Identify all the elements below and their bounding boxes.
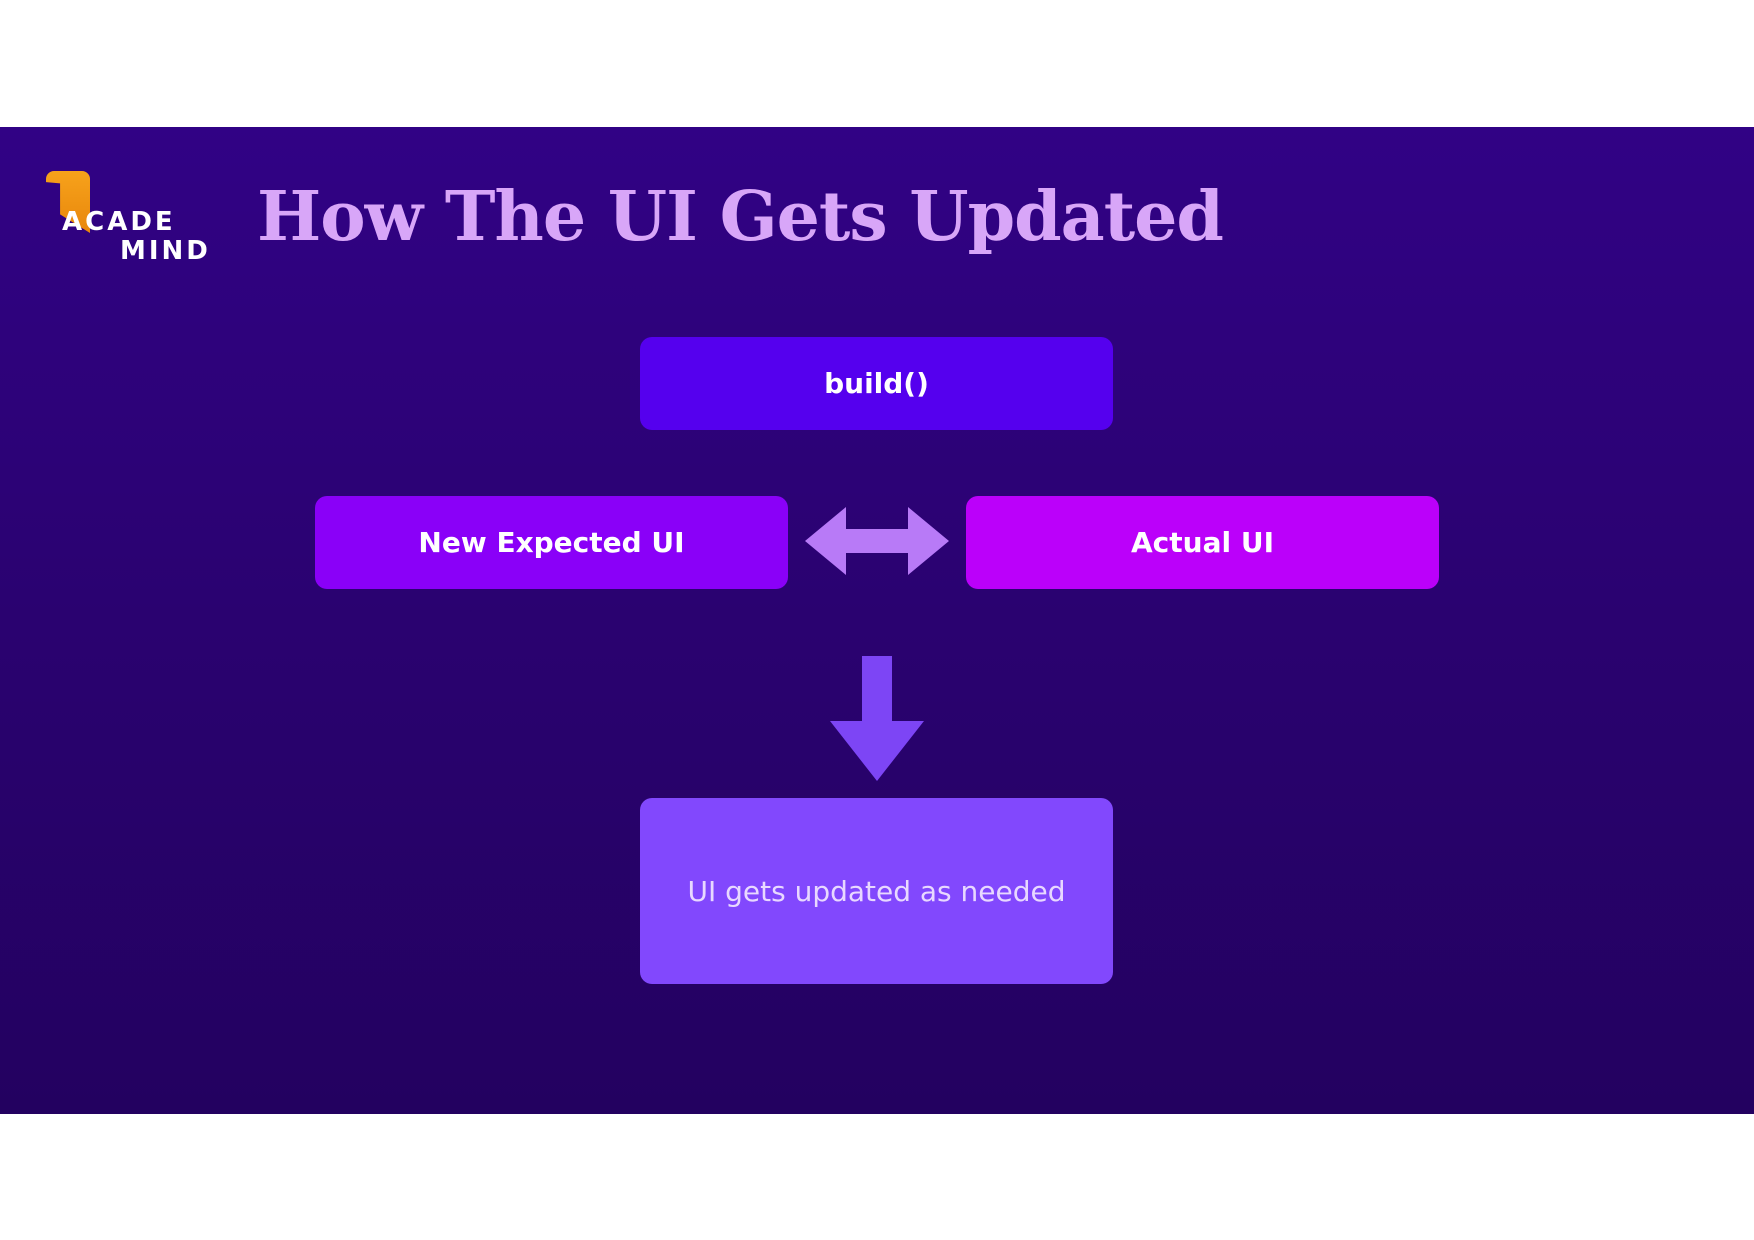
slide-title: How The UI Gets Updated <box>257 177 1224 257</box>
actual-label: Actual UI <box>1131 526 1274 559</box>
down-arrow-icon <box>830 656 924 781</box>
compare-double-arrow-icon <box>805 507 949 575</box>
result-label: UI gets updated as needed <box>687 874 1066 908</box>
build-label: build() <box>824 367 929 400</box>
ui-updated-box: UI gets updated as needed <box>640 798 1113 984</box>
slide: ACADE MIND How The UI Gets Updated build… <box>0 127 1754 1114</box>
new-expected-ui-box: New Expected UI <box>315 496 788 589</box>
build-box: build() <box>640 337 1113 430</box>
logo-text-line2: MIND <box>120 236 211 266</box>
logo-text-line1: ACADE <box>62 207 176 237</box>
academind-logo: ACADE MIND <box>44 171 214 267</box>
actual-ui-box: Actual UI <box>966 496 1439 589</box>
expected-label: New Expected UI <box>418 526 685 559</box>
